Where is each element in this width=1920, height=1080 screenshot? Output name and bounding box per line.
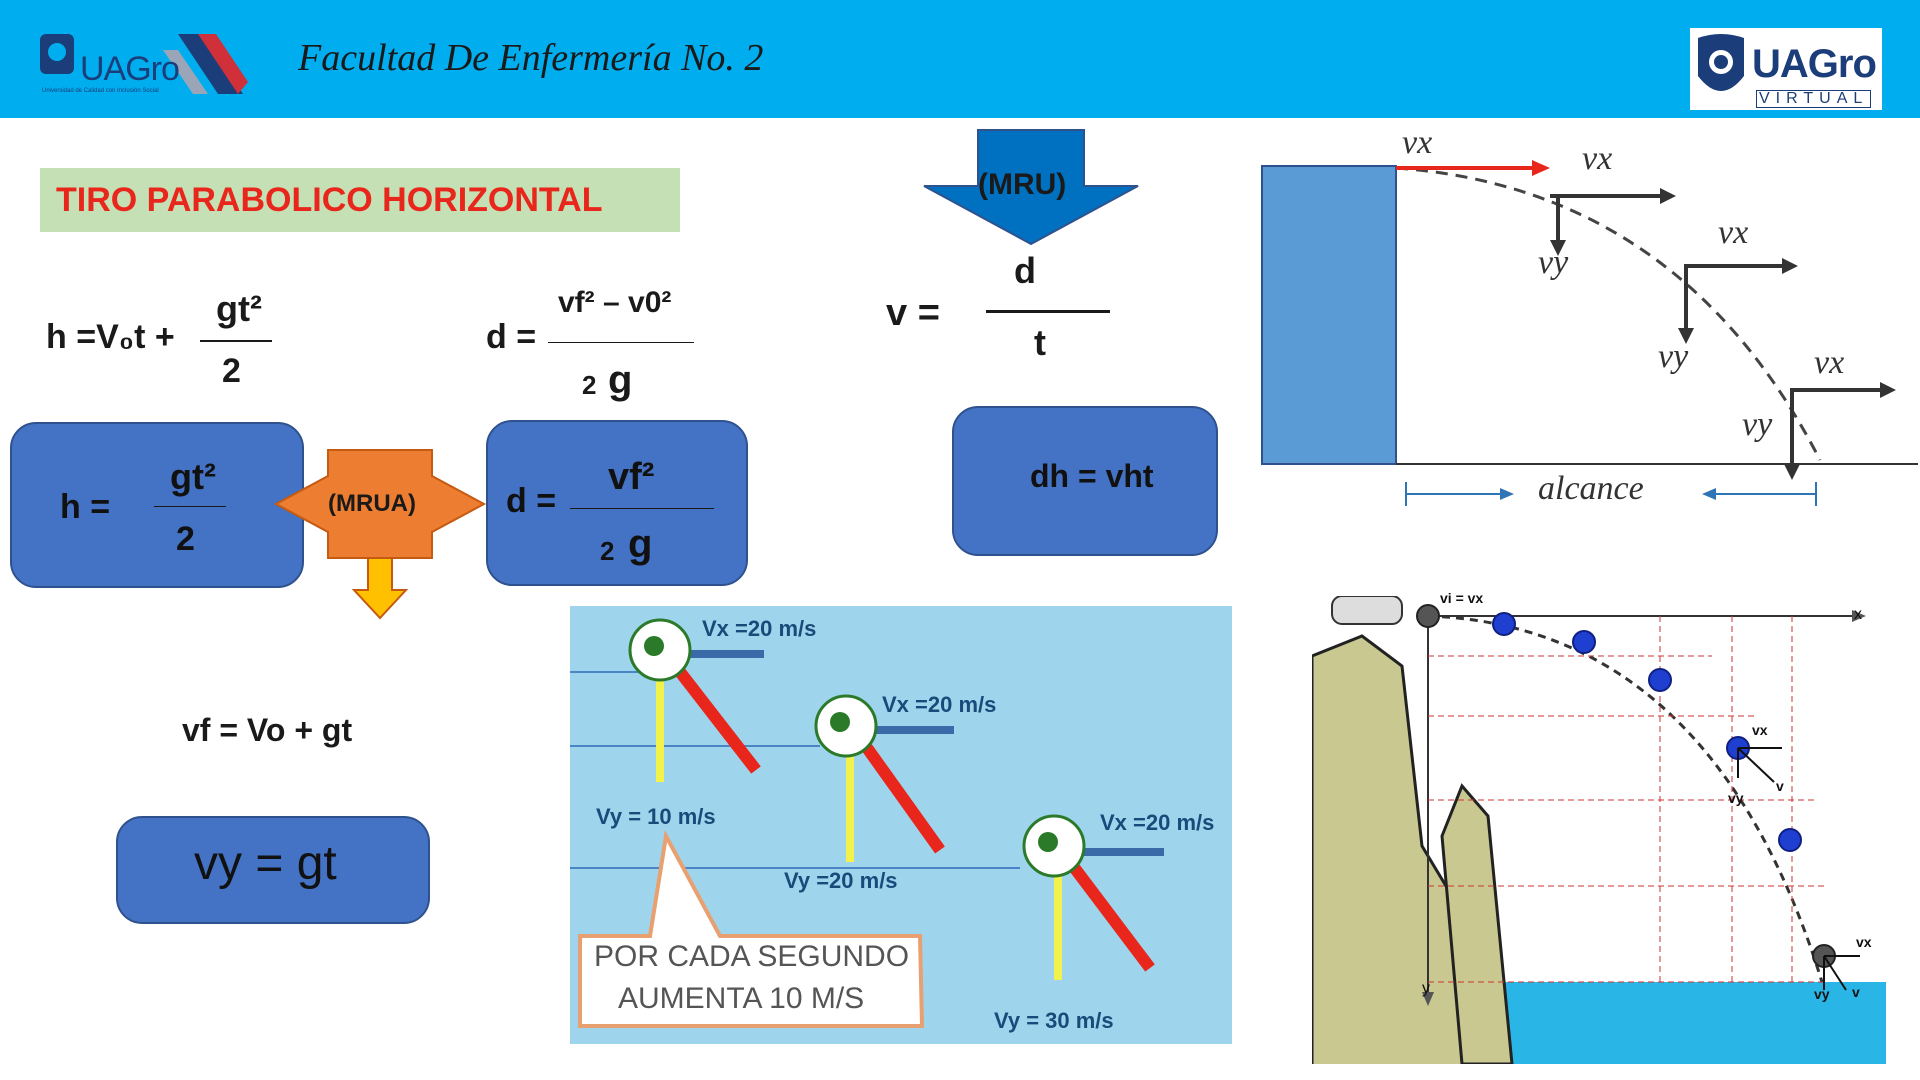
label-vx: vx	[1402, 124, 1433, 161]
callout-line-2: AUMENTA 10 M/S	[618, 982, 865, 1015]
fraction-bar	[986, 310, 1110, 313]
box-dh: dh = vht	[1030, 458, 1154, 494]
formula-v-den: t	[1034, 322, 1046, 363]
formula-v-num: d	[1014, 250, 1036, 291]
label-vx-3: Vx =20 m/s	[1100, 810, 1215, 835]
page-title: Facultad De Enfermería No. 2	[298, 37, 764, 79]
formula-d-den-coef: 2	[582, 370, 597, 400]
formula-d-lhs: d =	[486, 318, 537, 356]
logo-right-sub: VIRTUAL	[1756, 90, 1872, 108]
formula-box-h	[10, 422, 304, 588]
label-vx-1: Vx =20 m/s	[702, 616, 817, 641]
label-vy: vy	[1658, 338, 1689, 375]
slide-title-box	[40, 168, 680, 232]
label-vx-b: vx	[1856, 934, 1872, 950]
label-vx-2: Vx =20 m/s	[882, 692, 997, 717]
mrua-label: (MRUA)	[328, 490, 416, 517]
box-h-lhs: h =	[60, 488, 111, 526]
box-h-den: 2	[176, 520, 195, 558]
label-v-a: v	[1776, 778, 1784, 794]
label-vy-2: Vy =20 m/s	[784, 868, 898, 893]
label-y-axis: y	[1422, 980, 1430, 997]
projectile-diagram	[1261, 160, 1918, 506]
label-vi-vx: vi = vx	[1440, 590, 1484, 606]
label-alcance: alcance	[1538, 470, 1644, 507]
label-vy-b: vy	[1814, 986, 1830, 1002]
formula-h-den: 2	[222, 352, 241, 390]
formula-d-den-g: g	[608, 358, 633, 402]
label-x-axis: x	[1854, 606, 1862, 623]
label-vx: vx	[1582, 140, 1613, 177]
label-vy: vy	[1538, 244, 1569, 281]
box-d-den-g: g	[628, 522, 653, 566]
formula-v-lhs: v =	[886, 292, 940, 334]
formula-vf: vf = Vo + gt	[182, 712, 353, 748]
formula-box-d	[486, 420, 748, 586]
mru-label: (MRU)	[978, 168, 1067, 201]
uagro-logo-left	[40, 34, 248, 94]
label-v-b: v	[1852, 984, 1860, 1000]
label-vx: vx	[1718, 214, 1749, 251]
formula-d-num: vf² – v0²	[558, 286, 672, 319]
mru-down-arrow	[923, 129, 1139, 246]
cliff-launcher-diagram	[1310, 595, 1886, 1068]
label-vy: vy	[1742, 406, 1773, 443]
label-vy-a: vy	[1728, 790, 1744, 806]
formula-h-lhs: h =V₀t +	[46, 318, 175, 356]
label-vx-a: vx	[1752, 722, 1768, 738]
mrua-arrow	[273, 449, 487, 620]
box-d-den-coef: 2	[600, 536, 615, 566]
fraction-bar	[548, 342, 694, 343]
formula-box-dh	[952, 406, 1218, 556]
crest-icon	[1698, 34, 1744, 91]
box-vy: vy = gt	[194, 837, 337, 890]
slide-title: TIRO PARABOLICO HORIZONTAL	[56, 181, 603, 219]
box-d-lhs: d =	[506, 482, 557, 520]
formula-box-vy	[116, 816, 430, 924]
soccer-ball-illustration	[570, 606, 1232, 1044]
fraction-bar	[570, 508, 714, 509]
logo-left-sub: Universidad de Calidad con Inclusión Soc…	[42, 88, 159, 94]
logo-left-text: UAGro	[80, 50, 180, 88]
fraction-bar	[200, 340, 272, 342]
logo-right-text: UAGro	[1752, 42, 1877, 86]
box-h-num: gt²	[170, 456, 216, 497]
fraction-bar	[154, 506, 226, 507]
label-vx: vx	[1814, 344, 1845, 381]
callout-line-1: POR CADA SEGUNDO	[594, 940, 910, 973]
label-vy-3: Vy = 30 m/s	[994, 1008, 1114, 1033]
label-vy-1: Vy = 10 m/s	[596, 804, 716, 829]
box-d-num: vf²	[608, 456, 655, 498]
header-bar	[0, 0, 1920, 118]
formula-h-num: gt²	[216, 288, 262, 329]
